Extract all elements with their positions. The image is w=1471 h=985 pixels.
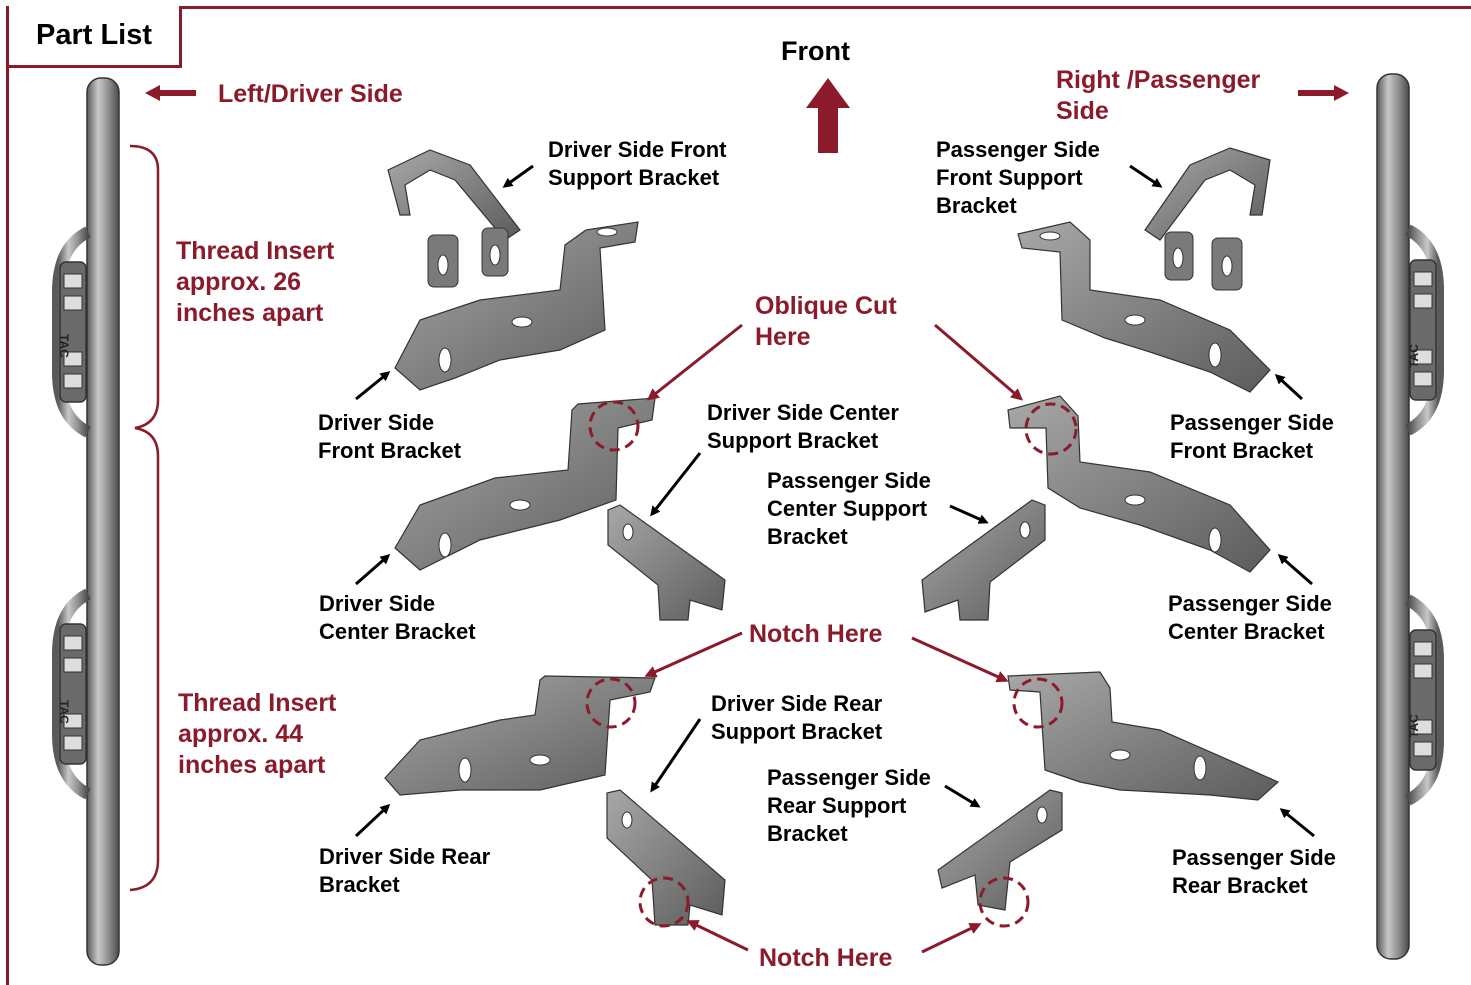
passenger-center-label: Passenger Side Center Bracket	[1168, 591, 1332, 644]
notch-here-bottom-label: Notch Here	[759, 944, 893, 972]
driver-front-label: Driver Side Front Bracket	[318, 410, 462, 463]
driver-front-support-bracket-part	[387, 149, 521, 288]
driver-center-label: Driver Side Center Bracket	[319, 591, 476, 644]
left-running-board: TAC TAC	[57, 77, 120, 966]
right-side-label: Right /Passenger Side	[1056, 66, 1261, 125]
right-arrow	[1298, 85, 1349, 101]
passenger-front-support-bracket-part	[1144, 147, 1271, 291]
right-running-board: TAC TAC	[1376, 73, 1438, 960]
oblique-cut-marker-right	[1024, 402, 1078, 456]
upper-brace	[129, 144, 160, 892]
passenger-rear-bracket-part	[1007, 671, 1280, 801]
passenger-rear-support-label: Passenger Side Rear Support Bracket	[767, 765, 931, 846]
page-title: Part List	[6, 6, 182, 68]
passenger-front-label: Passenger Side Front Bracket	[1170, 410, 1334, 463]
black-arrows	[354, 164, 1315, 838]
logo-text: TAC	[1407, 344, 1421, 368]
front-arrow	[806, 78, 850, 153]
passenger-center-support-label: Passenger Side Center Support Bracket	[767, 468, 931, 549]
oblique-cut-marker-left	[588, 400, 640, 452]
left-side-label: Left/Driver Side	[218, 80, 403, 108]
driver-center-support-label: Driver Side Center Support Bracket	[707, 400, 899, 453]
passenger-center-support-bracket-part	[921, 499, 1046, 621]
passenger-front-support-label: Passenger Side Front Support Bracket	[936, 137, 1100, 218]
passenger-center-bracket-part	[1007, 395, 1271, 573]
notch-here-label: Notch Here	[749, 620, 883, 648]
passenger-front-bracket-part	[1017, 221, 1271, 393]
driver-center-support-bracket-part	[607, 504, 726, 621]
driver-rear-label: Driver Side Rear Bracket	[319, 844, 491, 897]
passenger-rear-label: Passenger Side Rear Bracket	[1172, 845, 1336, 898]
driver-front-support-label: Driver Side Front Support Bracket	[548, 137, 727, 190]
logo-text: TAC	[57, 700, 71, 724]
left-arrow	[145, 85, 196, 101]
notch-marker-left	[585, 677, 637, 729]
red-arrows	[644, 323, 1024, 954]
cut-markers	[585, 400, 1078, 928]
thread-insert-upper-label: Thread Insert approx. 26 inches apart	[176, 237, 335, 327]
passenger-rear-support-bracket-part	[937, 789, 1063, 911]
driver-rear-support-bracket-part	[606, 789, 726, 926]
driver-rear-support-label: Driver Side Rear Support Bracket	[711, 691, 883, 744]
border-frame	[6, 6, 1471, 985]
notch-marker-bottom-right	[978, 876, 1030, 928]
logo-text: TAC	[1407, 714, 1421, 738]
driver-center-bracket-part	[394, 397, 656, 571]
logo-text: TAC	[57, 334, 71, 358]
front-label: Front	[781, 36, 850, 66]
oblique-cut-label: Oblique Cut Here	[755, 292, 897, 351]
thread-insert-lower-label: Thread Insert approx. 44 inches apart	[178, 689, 337, 779]
notch-marker-bottom-left	[638, 876, 690, 928]
driver-rear-bracket-part	[384, 675, 656, 796]
notch-marker-right	[1012, 677, 1064, 729]
driver-front-bracket-part	[394, 221, 639, 391]
